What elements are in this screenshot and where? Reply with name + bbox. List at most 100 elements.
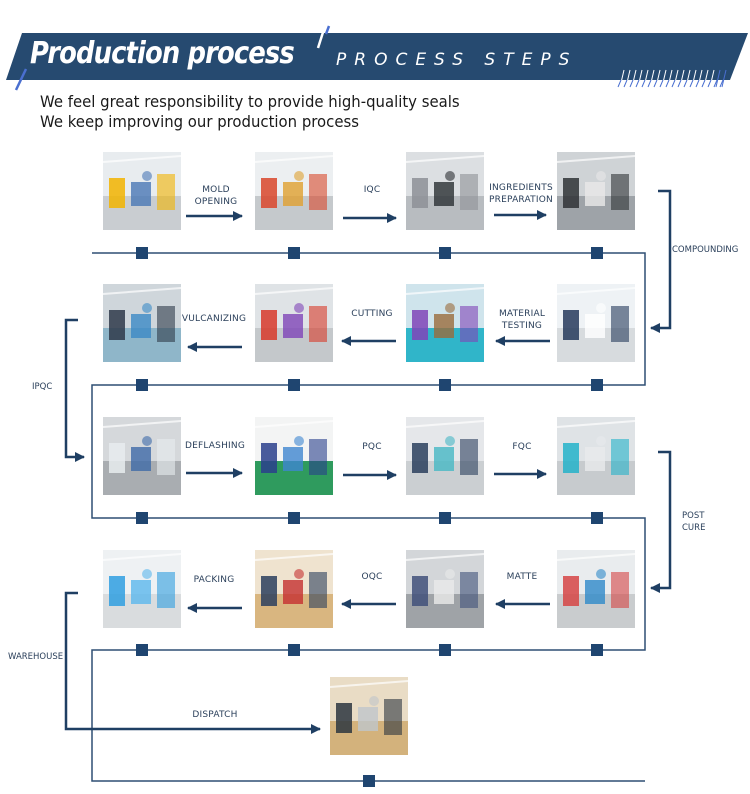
banner-hatch-pattern: [617, 69, 727, 88]
arrow-ipqc: [64, 318, 85, 462]
vulcanizing-line-photo: [103, 284, 181, 362]
label-mold-opening: MOLD OPENING: [186, 184, 246, 208]
timeline-node: [591, 247, 603, 259]
tagline-improving: We keep improving our production process: [40, 112, 360, 131]
timeline-node: [439, 512, 451, 524]
hatch-stripe: [625, 69, 631, 88]
label-post-cure-line1: POST: [682, 511, 705, 521]
timeline-node: [288, 644, 300, 656]
hatch-stripe-blue: [617, 79, 622, 88]
label-ingredients-line1: INGREDIENTS: [489, 183, 553, 193]
hatch-stripe-blue: [719, 79, 724, 88]
hatch-stripe: [697, 69, 703, 88]
hatch-stripe-blue: [635, 79, 640, 88]
quality-check-photo: [406, 417, 484, 495]
hatch-stripe: [715, 69, 721, 88]
label-fqc: FQC: [512, 442, 532, 452]
hatch-stripe: [661, 69, 667, 88]
hatch-stripe: [685, 69, 691, 88]
hatch-stripe: [679, 69, 685, 88]
mixing-machine-photo: [557, 152, 635, 230]
label-compounding: COMPOUNDING: [672, 245, 739, 255]
timeline-node: [439, 379, 451, 391]
timeline-node: [439, 247, 451, 259]
hatch-stripe-blue: [647, 79, 652, 88]
timeline-node: [591, 512, 603, 524]
label-iqc: IQC: [363, 185, 381, 195]
label-ipqc: IPQC: [32, 382, 53, 392]
blue-warehouse-photo: [103, 550, 181, 628]
hatch-stripe: [667, 69, 673, 88]
timeline-path: [91, 252, 646, 782]
page-subtitle: PROCESS STEPS: [336, 50, 578, 70]
hatch-stripe-blue: [677, 79, 682, 88]
hatch-stripe: [637, 69, 643, 88]
hatch-stripe-blue: [695, 79, 700, 88]
hatch-stripe-blue: [659, 79, 664, 88]
label-warehouse: WAREHOUSE: [8, 652, 64, 662]
label-deflashing: DEFLASHING: [184, 441, 245, 451]
timeline-node: [288, 512, 300, 524]
banner-background: [6, 33, 748, 80]
hatch-stripe-blue: [713, 79, 718, 88]
hatch-stripe: [673, 69, 679, 88]
timeline-node: [288, 247, 300, 259]
timeline-node: [288, 379, 300, 391]
matte-workshop-photo: [557, 550, 635, 628]
hatch-stripe-blue: [629, 79, 634, 88]
hatch-stripe: [619, 69, 625, 88]
mold-cabinet-photo: [406, 152, 484, 230]
timeline-node: [136, 379, 148, 391]
label-ingredients-line2: PREPARATION: [489, 195, 553, 205]
oqc-desk-photo: [255, 550, 333, 628]
banner-divider-white: [316, 25, 327, 49]
lab-testing-photo: [557, 284, 635, 362]
label-oqc: OQC: [361, 572, 383, 582]
label-material-testing: MATERIAL TESTING: [494, 308, 550, 332]
label-packing: PACKING: [193, 575, 235, 585]
header-banner: [6, 25, 748, 91]
press-machine-photo: [255, 284, 333, 362]
banner-divider-blue: [324, 25, 331, 35]
hatch-stripe: [721, 69, 727, 88]
hatch-stripe-blue: [665, 79, 670, 88]
hatch-stripe: [691, 69, 697, 88]
inspection-room-photo: [255, 417, 333, 495]
hatch-stripe-blue: [641, 79, 646, 88]
cutting-worker-photo: [406, 284, 484, 362]
timeline-node: [136, 512, 148, 524]
dispatch-desk-photo: [330, 677, 408, 755]
page-title: Production process: [30, 36, 295, 71]
hatch-stripe: [643, 69, 649, 88]
factory-hall-photo: [103, 152, 181, 230]
label-dispatch: DISPATCH: [192, 710, 238, 720]
warehouse-racks-photo: [255, 152, 333, 230]
hatch-stripe-blue: [653, 79, 658, 88]
hatch-stripe-blue: [689, 79, 694, 88]
timeline-node-dispatch: [363, 775, 375, 787]
hatch-stripe-blue: [671, 79, 676, 88]
label-vulcanizing: VULCANIZING: [181, 314, 247, 324]
hatch-stripe: [709, 69, 715, 88]
deflashing-machine-photo: [103, 417, 181, 495]
tagline-quality: We feel great responsibility to provide …: [40, 92, 460, 111]
hatch-stripe-blue: [701, 79, 706, 88]
hatch-stripe: [655, 69, 661, 88]
label-pqc: PQC: [362, 442, 382, 452]
label-material-testing-line2: TESTING: [501, 321, 543, 331]
label-mold-opening-line1: MOLD: [202, 185, 230, 195]
hatch-stripe-blue: [683, 79, 688, 88]
hatch-stripe-blue: [623, 79, 628, 88]
banner-accent-stripe-left: [14, 68, 28, 91]
timeline-node: [591, 379, 603, 391]
timeline-node: [136, 644, 148, 656]
label-post-cure: POST CURE: [682, 510, 705, 534]
timeline-node: [136, 247, 148, 259]
label-post-cure-line2: CURE: [682, 523, 706, 533]
hatch-stripe: [703, 69, 709, 88]
hatch-stripe-blue: [707, 79, 712, 88]
label-cutting: CUTTING: [351, 309, 393, 319]
hatch-stripe: [631, 69, 637, 88]
label-material-testing-line1: MATERIAL: [498, 309, 546, 319]
